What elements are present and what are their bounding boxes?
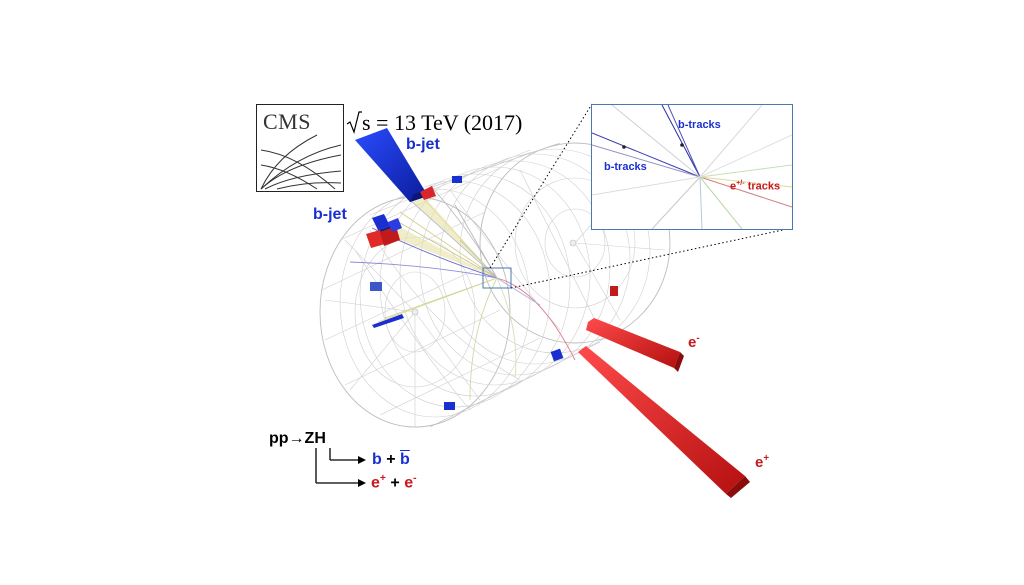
jet-cone-top (408, 192, 497, 278)
decay-e2: e (404, 474, 414, 492)
process-main: pp→ZH (269, 430, 326, 447)
decay-e1-sup: + (379, 473, 386, 484)
cms-logo-curves (260, 134, 342, 190)
inset-etracks-suffix: tracks (744, 180, 781, 193)
zoom-connector-top (489, 103, 593, 269)
label-bjet-top: b-jet (406, 136, 440, 153)
cms-logo: CMS (256, 104, 344, 192)
electron-minus-cap (674, 352, 684, 372)
positron-deposit (578, 346, 745, 494)
inset-tracks (592, 105, 792, 229)
decay-b: b (372, 451, 382, 468)
bjet-energy-deposit-left (366, 214, 402, 248)
bjet-energy-deposit-top (355, 128, 428, 202)
decay-bbar: b (400, 451, 410, 468)
inset-vertex-2 (622, 145, 626, 149)
zoom-inset: b-tracks b-tracks e+/- tracks (591, 104, 793, 230)
label-electron-sup: - (696, 333, 700, 344)
process-decay-bb: b + b (372, 451, 410, 469)
cms-logo-text: CMS (263, 109, 311, 134)
label-bjet-left: b-jet (313, 206, 347, 223)
label-electron: e- (688, 333, 700, 351)
zoom-region (482, 267, 512, 289)
decay-plus-2: + (385, 474, 405, 492)
beam-end-left (411, 308, 419, 316)
inset-label-btracks-top: b-tracks (678, 119, 721, 131)
inset-etracks-sup: +/- (736, 179, 745, 187)
calo-deposit-small-3 (372, 314, 404, 328)
calo-deposit-small-5 (444, 402, 455, 410)
energy-text: s = 13 TeV (2017) (362, 110, 523, 135)
energy-label: s = 13 TeV (2017) (346, 110, 522, 136)
inset-etracks-e: e (730, 180, 737, 193)
decay-arrows (315, 448, 366, 487)
decay-e2-sup: - (413, 473, 417, 484)
process-decay-ee: e+ + e- (371, 473, 417, 492)
decay-plus-1: + (381, 451, 401, 468)
electron-minus-deposit (586, 318, 680, 368)
label-positron-sup: + (763, 453, 770, 464)
inset-label-etracks: e+/- tracks (730, 179, 780, 193)
positron-cap (726, 476, 750, 498)
label-electron-e: e (688, 334, 697, 351)
label-positron-e: e (755, 454, 764, 471)
inset-label-btracks-left: b-tracks (604, 161, 647, 173)
calo-deposit-small-4 (550, 348, 564, 362)
label-positron: e+ (755, 453, 769, 471)
calo-deposit-small-6 (610, 286, 618, 296)
jet-cone-left (390, 226, 497, 278)
decay-e1: e (371, 474, 380, 492)
inset-vertex-1 (680, 143, 684, 147)
beam-end-right (569, 239, 577, 247)
bjet-red-deposit-top (420, 186, 436, 200)
calo-deposit-small-2 (370, 282, 382, 291)
zoom-connector-bottom (510, 227, 793, 289)
sqrt-symbol (346, 111, 362, 134)
calo-deposit-small-1 (452, 176, 462, 183)
